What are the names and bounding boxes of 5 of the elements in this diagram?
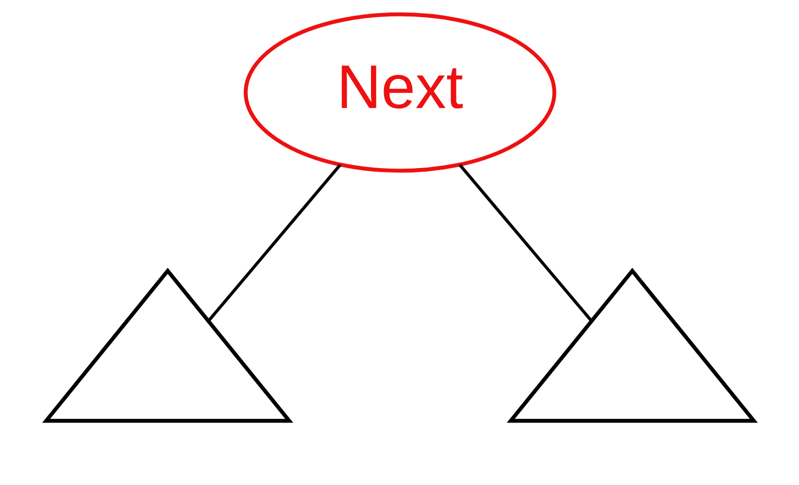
node-ellipse: Next [243,12,556,173]
connector [458,164,592,322]
connector [206,164,341,322]
node-triangle [42,268,293,423]
node-triangle [506,268,758,423]
